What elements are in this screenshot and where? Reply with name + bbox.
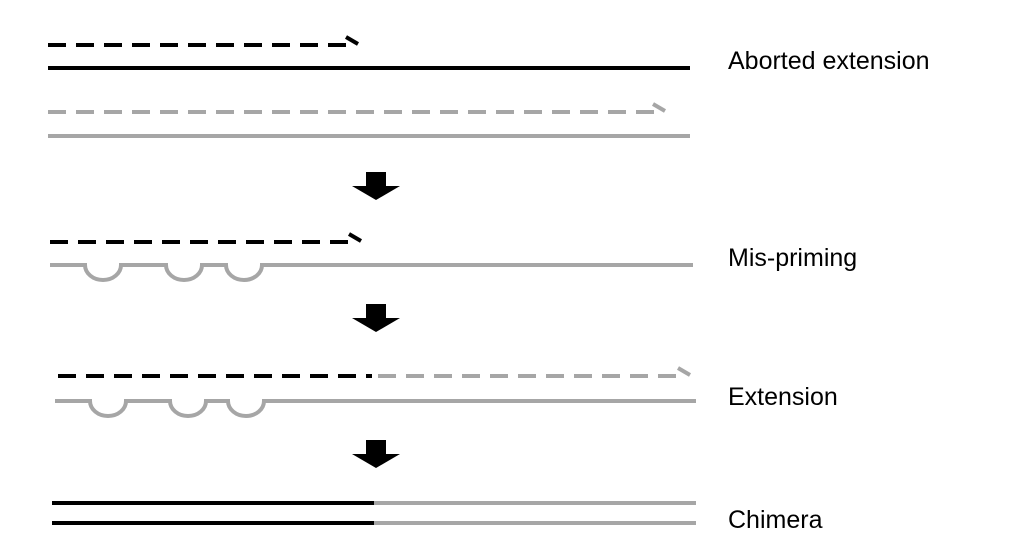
step-label-chimera: Chimera [728, 506, 823, 534]
step-aborted-extension: Aborted extension [48, 35, 930, 138]
step-chimera: Chimera [52, 501, 823, 534]
gray-template-with-loops [50, 263, 693, 282]
down-arrow-icon [352, 172, 400, 200]
down-arrow-icon [352, 304, 400, 332]
primer-3prime-hook-icon [651, 102, 667, 113]
step-label-extension: Extension [728, 383, 838, 411]
down-arrow-icon [352, 440, 400, 468]
step-label-mis-priming: Mis-priming [728, 244, 857, 272]
step-label-aborted-extension: Aborted extension [728, 47, 930, 75]
step-extension: Extension [55, 366, 838, 418]
primer-3prime-hook-icon [344, 35, 360, 46]
primer-3prime-hook-icon [676, 366, 692, 377]
step-mis-priming: Mis-priming [50, 232, 857, 282]
gray-template-with-loops [55, 399, 696, 418]
primer-3prime-hook-icon [347, 232, 363, 243]
